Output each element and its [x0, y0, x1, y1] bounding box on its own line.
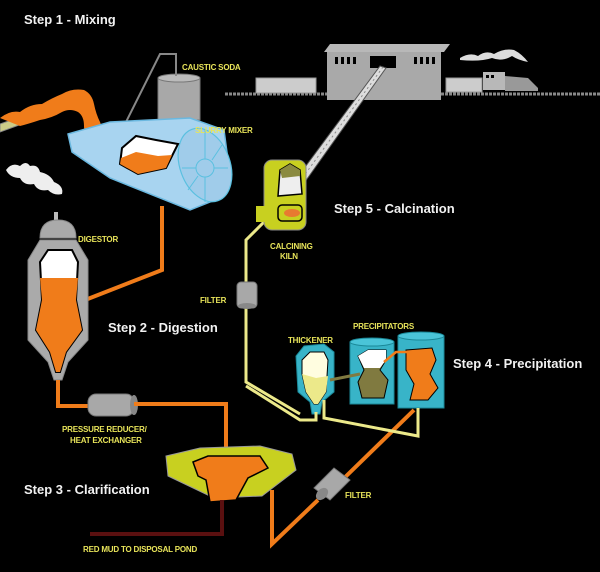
- lower-filter: [313, 467, 351, 501]
- filter-to-thickener-pipe: [244, 302, 301, 416]
- slurry-pipe: [79, 206, 164, 304]
- step-1-title: Step 1 - Mixing: [24, 12, 116, 27]
- precipitator-transfer-pipe: [383, 350, 408, 363]
- calcining-kiln-label-line1: CALCINING: [270, 242, 313, 251]
- storage-building-and-train: [225, 44, 600, 100]
- clarifier-outlet-pipe: [270, 490, 320, 549]
- thickener: [295, 343, 335, 415]
- locomotive-smoke: [460, 49, 528, 62]
- precipitators: [349, 331, 445, 409]
- thickener-overflow-pipe: [329, 372, 361, 382]
- filter-to-precipitator-pipe: [334, 408, 416, 488]
- calcining-kiln: [256, 159, 307, 231]
- upper-filter: [236, 281, 258, 309]
- step-3-title: Step 3 - Clarification: [24, 482, 150, 497]
- red-mud-pipe: [90, 500, 224, 536]
- warehouse-door: [370, 56, 396, 68]
- warehouse-roof: [324, 44, 450, 52]
- warehouse: [327, 48, 441, 100]
- bauxite-flow: [0, 89, 102, 145]
- step-5-title: Step 5 - Calcination: [334, 201, 455, 216]
- locomotive-cab: [483, 72, 505, 90]
- lower-filter-label: FILTER: [345, 491, 372, 500]
- slurry-mixer: [67, 117, 233, 211]
- caustic-soda-label: CAUSTIC SODA: [182, 63, 241, 72]
- liquor-loop-pipe: [322, 400, 420, 438]
- red-mud-label: RED MUD TO DISPOSAL POND: [83, 545, 198, 554]
- step-4-title: Step 4 - Precipitation: [453, 356, 583, 371]
- clarifier: [165, 445, 297, 503]
- bauxite-conveyor: [0, 89, 102, 145]
- rail-car: [255, 77, 317, 94]
- slurry-mixer-label: SLURRY MIXER: [195, 126, 253, 135]
- calcining-kiln-label-line2: KILN: [280, 252, 298, 261]
- precipitators-label: PRECIPITATORS: [353, 322, 414, 331]
- pressure-reducer-label-line1: PRESSURE REDUCER/: [62, 425, 147, 434]
- digestor-steam: [6, 163, 63, 195]
- digestor: [27, 212, 89, 381]
- pressure-reducer-label-line2: HEAT EXCHANGER: [70, 436, 142, 445]
- thickener-label: THICKENER: [288, 336, 333, 345]
- pressure-reducer: [87, 393, 138, 417]
- pressure-reducer-outlet-pipe: [134, 402, 228, 450]
- locomotive-body: [505, 76, 538, 91]
- liquor-return-pipe: [245, 384, 318, 422]
- caustic-soda-tank: [121, 53, 201, 131]
- digestor-outlet-pipe: [56, 380, 92, 408]
- digestor-label: DIGESTOR: [78, 235, 119, 244]
- rail-car: [445, 77, 483, 93]
- upper-filter-label: FILTER: [200, 296, 227, 305]
- step-2-title: Step 2 - Digestion: [108, 320, 218, 335]
